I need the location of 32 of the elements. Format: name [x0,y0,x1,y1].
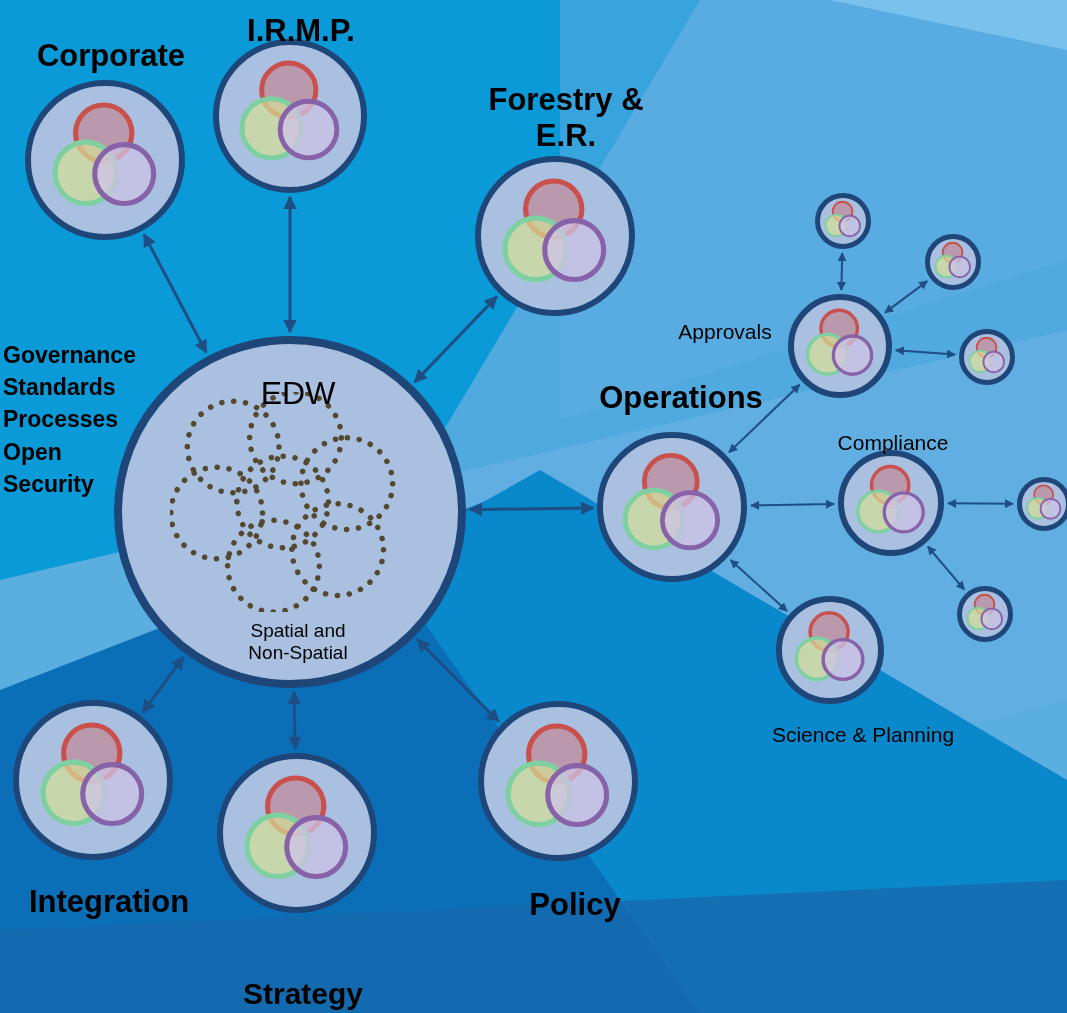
group-heading: Integration [27,884,191,920]
double-arrow [750,499,835,510]
group-heading: Corporate [35,38,187,74]
node-label: Spatial and Non-Spatial [247,620,349,664]
side-label: Governance [3,341,136,369]
double-arrow [142,233,208,354]
side-label: Security [3,470,94,498]
node-label: Science & Planning [770,722,956,748]
double-arrow [947,498,1014,509]
side-label: Standards [3,373,116,401]
double-arrow [415,638,500,723]
double-arrow [141,655,185,714]
node-label: EDW [259,374,337,412]
double-arrow [287,690,302,751]
node-label: Approvals [677,319,773,345]
group-heading: Forestry & E.R. [487,82,645,154]
double-arrow [728,383,801,454]
node-label: Compliance [836,430,950,456]
group-heading: I.R.M.P. [246,13,356,49]
double-arrow [468,501,595,517]
double-arrow [837,252,847,291]
side-label: Open [3,438,62,466]
double-arrow [283,195,297,334]
group-heading: Strategy [241,976,364,1012]
group-heading: Policy [528,887,622,923]
double-arrow [413,295,498,384]
double-arrow [729,559,788,613]
double-arrow [894,346,957,359]
group-heading: Operations [598,380,764,416]
side-label: Processes [3,405,119,433]
double-arrow [926,545,966,591]
double-arrow [883,280,929,314]
